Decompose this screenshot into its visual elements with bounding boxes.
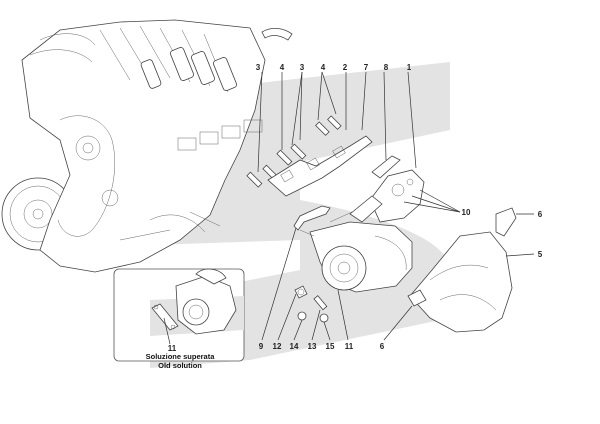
engine-block (1, 19, 293, 273)
callout-4b: 4 (321, 63, 326, 72)
gasket-2 (267, 135, 373, 197)
exhaust-manifold-1 (329, 169, 425, 223)
callout-15: 15 (326, 342, 335, 351)
callout-1: 1 (407, 63, 412, 72)
gasket-8 (371, 155, 401, 179)
callout-5: 5 (538, 250, 543, 259)
callout-8: 8 (384, 63, 389, 72)
turbocharger (299, 221, 413, 293)
callout-13: 13 (308, 342, 317, 351)
callout-3a: 3 (256, 63, 261, 72)
callout-12: 12 (273, 342, 282, 351)
inset-caption-english: Old solution (158, 361, 202, 370)
callout-7: 7 (364, 63, 369, 72)
inset-caption-italian: Soluzione superata (146, 352, 216, 361)
studs-4 (315, 115, 342, 136)
callout-6b: 6 (380, 342, 385, 351)
callout-11b: 11 (345, 342, 354, 351)
callout-11a: 11 (168, 344, 177, 353)
callout-10: 10 (462, 208, 471, 217)
callout-labels: 3 4 3 4 2 7 8 1 10 6 5 6 9 12 14 13 15 1… (256, 63, 543, 351)
callout-14: 14 (290, 342, 299, 351)
small-fasteners (294, 285, 329, 323)
callout-9: 9 (259, 342, 264, 351)
leader-lines (257, 71, 535, 341)
inset-turbo (175, 268, 237, 335)
callout-2: 2 (343, 63, 348, 72)
turbo-compressor-housing (321, 245, 367, 291)
old-solution-inset: 11 Soluzione superata Old solution (113, 268, 245, 370)
oil-pipe-9 (293, 205, 331, 231)
heat-shield-5 (407, 207, 517, 333)
callout-4a: 4 (280, 63, 285, 72)
callout-3b: 3 (300, 63, 305, 72)
callout-6a: 6 (538, 210, 543, 219)
